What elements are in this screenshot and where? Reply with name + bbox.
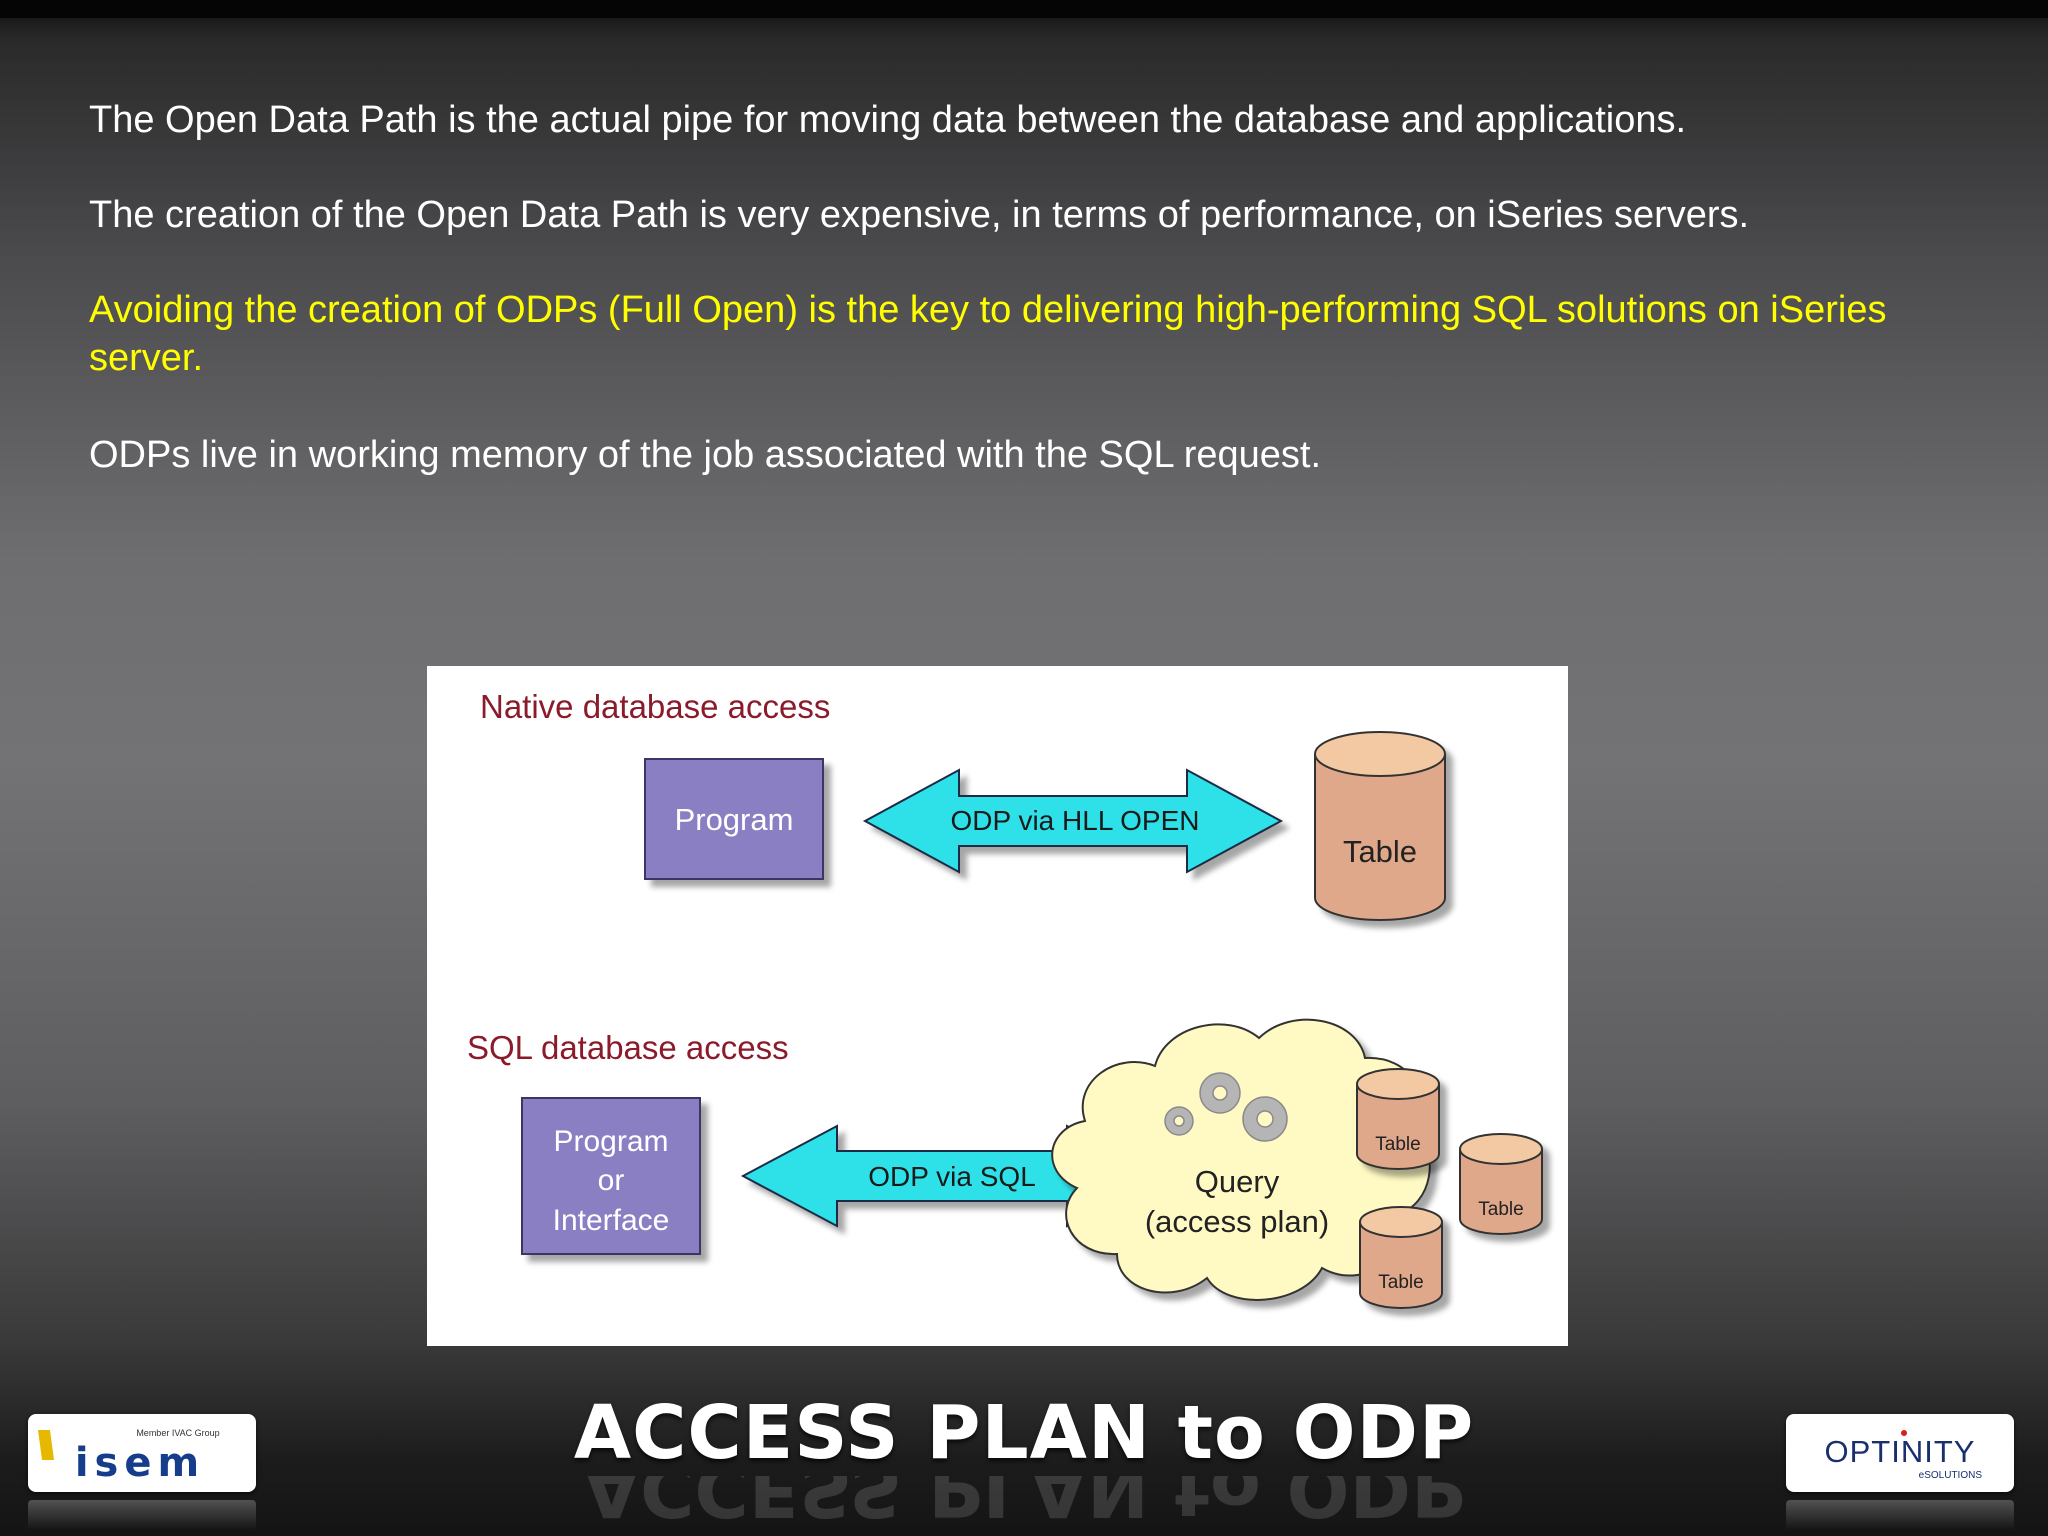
optinity-logo-text: OPTINITY	[1825, 1434, 1976, 1469]
gear-icon	[1164, 1072, 1288, 1142]
native-table-cylinder	[1314, 731, 1446, 921]
sql-table-label-2: Table	[1478, 1199, 1523, 1220]
isem-logo-text: isem	[75, 1440, 205, 1486]
optinity-logo-reflection	[1786, 1500, 2014, 1530]
sql-table-cylinder-2	[1459, 1133, 1543, 1235]
sql-table-cylinder-1	[1356, 1068, 1440, 1170]
query-line-1: Query	[1195, 1164, 1280, 1199]
sql-heading: SQL database access	[467, 1029, 789, 1066]
optinity-logo-dot	[1901, 1430, 1907, 1436]
native-program-box	[644, 758, 824, 880]
isem-logo: Member IVAC Group isem	[28, 1414, 256, 1492]
sql-program-line-3: Interface	[553, 1204, 670, 1237]
native-heading: Native database access	[480, 688, 830, 725]
sql-table-cylinder-3	[1359, 1206, 1443, 1309]
body-paragraph-1: The Open Data Path is the actual pipe fo…	[89, 99, 1687, 141]
slide-title: ACCESS PLAN to ODP	[573, 1390, 1475, 1476]
native-odp-arrow	[862, 768, 1284, 874]
native-arrow-label: ODP via HLL OPEN	[951, 805, 1200, 836]
isem-logo-reflection	[28, 1500, 256, 1530]
sql-table-label-3: Table	[1378, 1272, 1423, 1293]
sql-program-line-2: or	[598, 1164, 625, 1197]
query-line-2: (access plan)	[1145, 1204, 1329, 1239]
highlighted-paragraph: Avoiding the creation of ODPs (Full Open…	[89, 289, 1887, 379]
native-program-label: Program	[675, 802, 794, 837]
slide-title-reflection: ACCESS PLAN to ODP	[582, 1476, 1466, 1526]
top-bar	[0, 0, 2048, 18]
isem-logo-mark	[38, 1430, 54, 1460]
body-paragraph-4: ODPs live in working memory of the job a…	[89, 434, 1322, 476]
odp-diagram: Native database access Program ODP via H…	[427, 666, 1568, 1346]
optinity-logo-tagline: eSOLUTIONS	[1919, 1470, 1983, 1481]
sql-program-line-1: Program	[553, 1125, 668, 1158]
sql-arrow-label: ODP via SQL	[868, 1161, 1036, 1192]
body-paragraph-2: The creation of the Open Data Path is ve…	[89, 194, 1750, 236]
native-table-label: Table	[1343, 834, 1417, 869]
sql-program-box	[521, 1097, 701, 1255]
sql-table-label-1: Table	[1375, 1134, 1420, 1155]
isem-logo-tagline: Member IVAC Group	[136, 1428, 219, 1438]
optinity-logo: OPTINITY eSOLUTIONS	[1786, 1414, 2014, 1492]
